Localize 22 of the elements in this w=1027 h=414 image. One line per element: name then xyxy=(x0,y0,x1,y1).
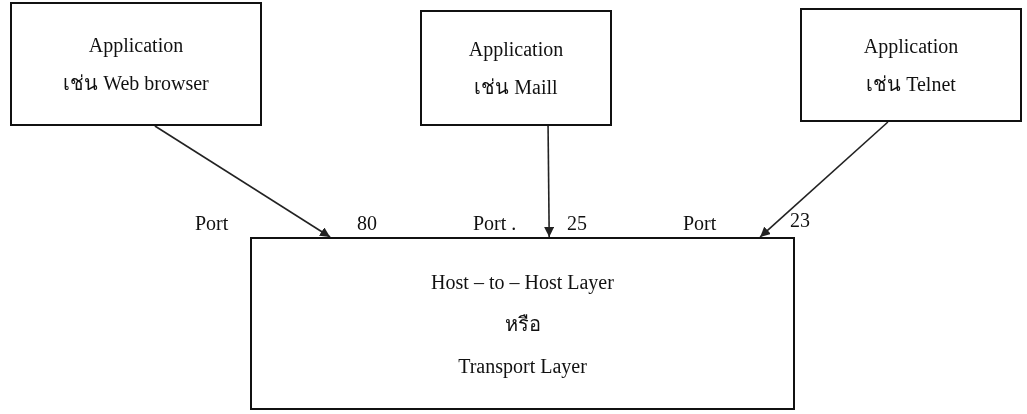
box-text: Application xyxy=(88,33,184,57)
box-text: เช่น Telnet xyxy=(866,72,956,96)
box-text: เช่น Web browser xyxy=(63,71,209,95)
arrow xyxy=(759,121,889,238)
box-text: Transport Layer xyxy=(458,353,587,378)
port-label: Port . xyxy=(473,211,517,235)
port-number: 25 xyxy=(567,211,587,235)
box-text: Host – to – Host Layer xyxy=(431,269,614,294)
arrow xyxy=(544,125,555,238)
process-box xyxy=(420,10,612,126)
process-box xyxy=(10,2,262,126)
box-text: Application xyxy=(468,37,564,61)
port-number: 23 xyxy=(790,208,810,232)
box-text: เช่น Maill xyxy=(474,75,558,99)
process-box xyxy=(250,237,795,410)
process-box xyxy=(800,8,1022,122)
box-text: หรือ xyxy=(504,311,541,336)
port-label: Port xyxy=(683,211,717,235)
port-number: 80 xyxy=(357,211,377,235)
arrow xyxy=(154,125,331,238)
port-label: Port xyxy=(195,211,229,235)
box-text: Application xyxy=(863,34,959,58)
